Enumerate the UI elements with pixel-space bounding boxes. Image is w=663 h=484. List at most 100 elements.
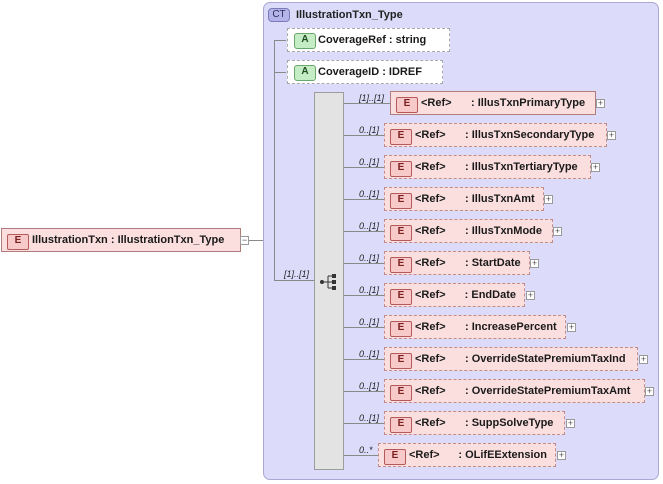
element-branch-line [344,327,384,328]
element-type: : IllusTxnMode [465,225,542,237]
attribute-1-branch-line [274,40,286,41]
expand-icon[interactable]: + [526,290,535,300]
element-icon: E [390,129,412,145]
root-collapse-icon[interactable]: − [240,235,249,245]
element-icon: E [396,97,418,113]
element-branch-line [344,359,384,360]
attribute-type: : IDREF [382,66,422,78]
element-branch-line [344,423,384,424]
element-illus-txn-primary-type[interactable]: E <Ref> : IllusTxnPrimaryType [390,91,596,115]
element-type: : StartDate [465,257,521,269]
element-override-state-premium-tax-ind[interactable]: E <Ref> : OverrideStatePremiumTaxInd [384,347,638,371]
element-end-date[interactable]: E <Ref> : EndDate [384,283,525,307]
element-branch-line [344,455,378,456]
element-branch-line [344,295,384,296]
element-ref: <Ref> [415,289,446,301]
element-type: : IllusTxnSecondaryType [465,129,595,141]
element-ref: <Ref> [409,449,440,461]
element-type: : OLifEExtension [458,449,547,461]
element-supp-solve-type[interactable]: E <Ref>: SuppSolveType [384,411,565,435]
root-element-type: : IllustrationTxn_Type [110,234,225,246]
element-multiplicity: 0..[1] [359,317,380,327]
element-multiplicity: 0..[1] [359,381,380,391]
element-multiplicity: 0..[1] [359,285,380,295]
sequence-bar [314,92,344,470]
element-illus-txn-amt[interactable]: E <Ref>: IllusTxnAmt [384,187,544,211]
element-branch-line [344,167,384,168]
element-branch-line [344,135,384,136]
element-multiplicity: 0..[1] [359,253,380,263]
element-ref: <Ref> [415,353,446,365]
element-icon: E [390,161,412,177]
element-multiplicity: 0..[1] [359,189,380,199]
element-illus-txn-mode[interactable]: E <Ref> : IllusTxnMode [384,219,553,243]
complex-type-name: IllustrationTxn_Type [296,9,403,21]
element-olife-extension[interactable]: E <Ref> : OLifEExtension [378,443,556,467]
element-type: : IllusTxnPrimaryType [471,97,586,109]
root-element-box[interactable]: E IllustrationTxn : IllustrationTxn_Type [1,228,241,252]
element-ref: <Ref> [415,225,446,237]
sequence-branch-line [274,280,314,281]
element-override-state-premium-tax-amt[interactable]: E <Ref> : OverrideStatePremiumTaxAmt [384,379,645,403]
element-illus-txn-tertiary-type[interactable]: E <Ref>: IllusTxnTertiaryType [384,155,591,179]
attribute-coverage-ref[interactable]: A CoverageRef : string [287,28,450,52]
expand-icon[interactable]: + [639,354,648,364]
element-ref: <Ref> [415,257,446,269]
expand-icon[interactable]: + [530,258,539,268]
element-multiplicity: 0..* [359,445,373,455]
element-branch-line [344,391,384,392]
element-icon: E [7,234,29,250]
element-type: : IncreasePercent [465,321,557,333]
attribute-icon: A [294,65,316,81]
root-connector-line [249,240,263,241]
complex-type-icon: CT [268,8,290,22]
attribute-coverage-id[interactable]: A CoverageID : IDREF [287,60,443,84]
element-branch-line [344,199,384,200]
element-icon: E [390,257,412,273]
element-icon: E [390,225,412,241]
expand-icon[interactable]: + [645,386,654,396]
element-ref: <Ref> [415,385,446,397]
element-ref: <Ref> [415,417,446,429]
expand-icon[interactable]: + [607,130,616,140]
element-multiplicity: 0..[1] [359,221,380,231]
attribute-name: CoverageRef [318,34,386,46]
element-start-date[interactable]: E <Ref> : StartDate [384,251,530,275]
element-multiplicity: 0..[1] [359,125,380,135]
element-type: : OverrideStatePremiumTaxInd [465,353,626,365]
element-icon: E [390,417,412,433]
expand-icon[interactable]: + [544,194,553,204]
element-ref: <Ref> [415,193,446,205]
element-type: : EndDate [464,289,516,301]
element-branch-line [344,263,384,264]
element-multiplicity: 0..[1] [359,157,380,167]
expand-icon[interactable]: + [591,162,600,172]
element-icon: E [390,289,412,305]
expand-icon[interactable]: + [596,98,605,108]
element-type: : OverrideStatePremiumTaxAmt [465,385,631,397]
element-ref: <Ref> [415,161,446,173]
expand-icon[interactable]: + [553,226,562,236]
element-icon: E [390,353,412,369]
expand-icon[interactable]: + [566,418,575,428]
element-multiplicity: 0..[1] [359,413,380,423]
element-type: : IllusTxnAmt [465,193,535,205]
root-element-name: IllustrationTxn [32,234,108,246]
element-branch-line [344,231,384,232]
expand-icon[interactable]: + [557,450,566,460]
expand-icon[interactable]: + [567,322,576,332]
element-illus-txn-secondary-type[interactable]: E <Ref>: IllusTxnSecondaryType [384,123,607,147]
element-icon: E [390,321,412,337]
element-icon: E [390,385,412,401]
sequence-multiplicity: [1]..[1] [284,269,310,279]
element-increase-percent[interactable]: E <Ref> : IncreasePercent [384,315,566,339]
sequence-compositor-icon[interactable] [319,272,339,292]
element-multiplicity: 0..[1] [359,349,380,359]
attribute-2-branch-line [274,72,286,73]
attribute-name: CoverageID [318,66,380,78]
element-icon: E [384,449,406,465]
element-multiplicity: [1]..[1] [359,93,385,103]
element-ref: <Ref> [421,97,452,109]
element-ref: <Ref> [415,321,446,333]
element-branch-line [344,103,390,104]
